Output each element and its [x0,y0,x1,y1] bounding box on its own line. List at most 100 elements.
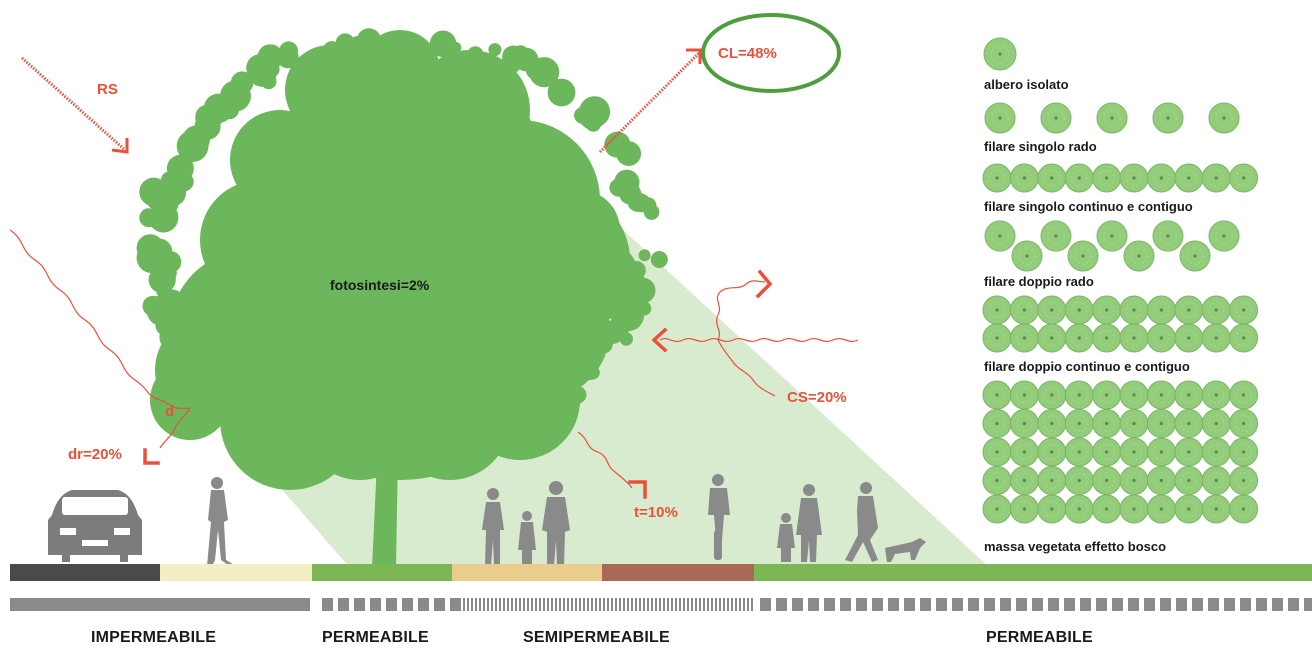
tree-canopy-icon [1119,295,1149,325]
tree-canopy-icon [1174,494,1204,524]
tree-canopy-icon [984,102,1016,134]
tree-canopy-icon [1119,163,1149,193]
ground-lawn [754,564,1312,581]
tree-canopy-icon [1064,380,1094,410]
cl-label: CL=48% [718,45,777,62]
surface-label-permeable-right: PERMEABILE [986,629,1093,646]
tree-canopy-icon [1152,220,1184,252]
tree-canopy-icon [1146,380,1176,410]
cyclist-icon [708,474,730,560]
tree-canopy-icon [1064,295,1094,325]
legend-canopy-patterns [982,37,1259,524]
tree-canopy-icon [1096,220,1128,252]
tree-canopy-icon [1201,163,1231,193]
legend-label-double-sparse-row: filare doppio rado [984,274,1094,289]
photosynthesis-label: fotosintesi=2% [330,277,430,293]
tree-canopy-icon [1119,380,1149,410]
tree-canopy-icon [984,220,1016,252]
tree-canopy-icon [1229,380,1259,410]
tree-canopy-icon [1119,494,1149,524]
tree-canopy-icon [1146,437,1176,467]
permeability-bar [10,598,1312,611]
tree-canopy-icon [1037,494,1067,524]
tree-canopy-icon [1040,220,1072,252]
tree-canopy-icon [1119,323,1149,353]
tree-canopy-icon [1152,102,1184,134]
tree-canopy-icon [1009,466,1039,495]
tree-canopy-icon [1201,380,1231,410]
tree-canopy-icon [1064,163,1094,193]
t-label: t=10% [634,504,678,521]
tree-canopy-icon [1179,240,1211,272]
tree-canopy-icon [1119,409,1149,438]
tree-canopy-icon [1092,494,1122,524]
legend-label-isolated-tree: albero isolato [984,77,1069,92]
tree-canopy-icon [1037,380,1067,410]
tree-canopy-icon [1229,295,1259,325]
dog-walker-icon [845,482,926,562]
tree-canopy-icon [1229,466,1259,495]
rs-label: RS [97,81,118,98]
legend-label-woodland-mass: massa vegetata effetto bosco [984,539,1167,554]
tree-canopy-icon [1146,323,1176,353]
tree-canopy-icon [1174,466,1204,495]
tree-canopy-icon [1229,163,1259,193]
tree-canopy-icon [1146,295,1176,325]
tree-canopy-icon [1146,163,1176,193]
tree-canopy-icon [1092,409,1122,438]
tree-canopy-icon [1037,409,1067,438]
latent-heat-arrow [598,48,702,154]
tree-canopy-icon [1037,295,1067,325]
tree-canopy-icon [1201,437,1231,467]
tree-canopy-icon [1146,409,1176,438]
tree-canopy-icon [982,380,1012,410]
tree-canopy-icon [1208,102,1240,134]
tree-canopy-icon [1064,409,1094,438]
family-icon [777,484,822,562]
tree-canopy-icon [1119,437,1149,467]
tree-canopy-icon [1009,295,1039,325]
tree-canopy-icon [1096,102,1128,134]
tree-canopy-icon [982,494,1012,524]
tree-canopy-icon [1229,437,1259,467]
ground-dirt [602,564,754,581]
d-label: d [165,403,175,420]
tree-canopy-icon [982,466,1012,495]
tree-canopy-icon [1064,323,1094,353]
tree-crown [136,28,668,490]
surface-label-semipermeable: SEMIPERMEABILE [523,629,670,646]
legend-label-sparse-row: filare singolo rado [984,139,1097,154]
cl-highlight-ellipse [701,13,841,93]
tree-canopy-icon [1009,323,1039,353]
tree-canopy-icon [1011,240,1043,272]
arrowheads [143,269,773,499]
ground-sidewalk [160,564,312,581]
tree-canopy-icon [982,163,1012,193]
pedestrian-icon [207,477,236,568]
tree-canopy-icon [1037,163,1067,193]
tree-canopy-icon [1174,409,1204,438]
tree-canopy-icon [1092,295,1122,325]
tree-canopy-icon [1040,102,1072,134]
tree-canopy-icon [1009,163,1039,193]
tree-canopy-icon [1119,466,1149,495]
tree-canopy-icon [1208,220,1240,252]
tree-canopy-icon [982,409,1012,438]
tree-canopy-icon [982,437,1012,467]
tree-canopy-icon [1064,437,1094,467]
legend-label-continuous-row: filare singolo continuo e contiguo [984,199,1193,214]
tree-canopy-icon [1123,240,1155,272]
legend-label-double-continuous-row: filare doppio continuo e contiguo [984,359,1190,374]
ground-asphalt [10,564,160,581]
tree-canopy-icon [1229,494,1259,524]
tree-canopy-icon [1201,323,1231,353]
tree-canopy-icon [1092,380,1122,410]
family-icon [482,481,570,566]
tree-canopy-icon [983,37,1017,71]
tree-canopy-icon [1092,437,1122,467]
tree-canopy-icon [1009,409,1039,438]
tree-canopy-icon [982,295,1012,325]
tree-canopy-icon [1092,466,1122,495]
